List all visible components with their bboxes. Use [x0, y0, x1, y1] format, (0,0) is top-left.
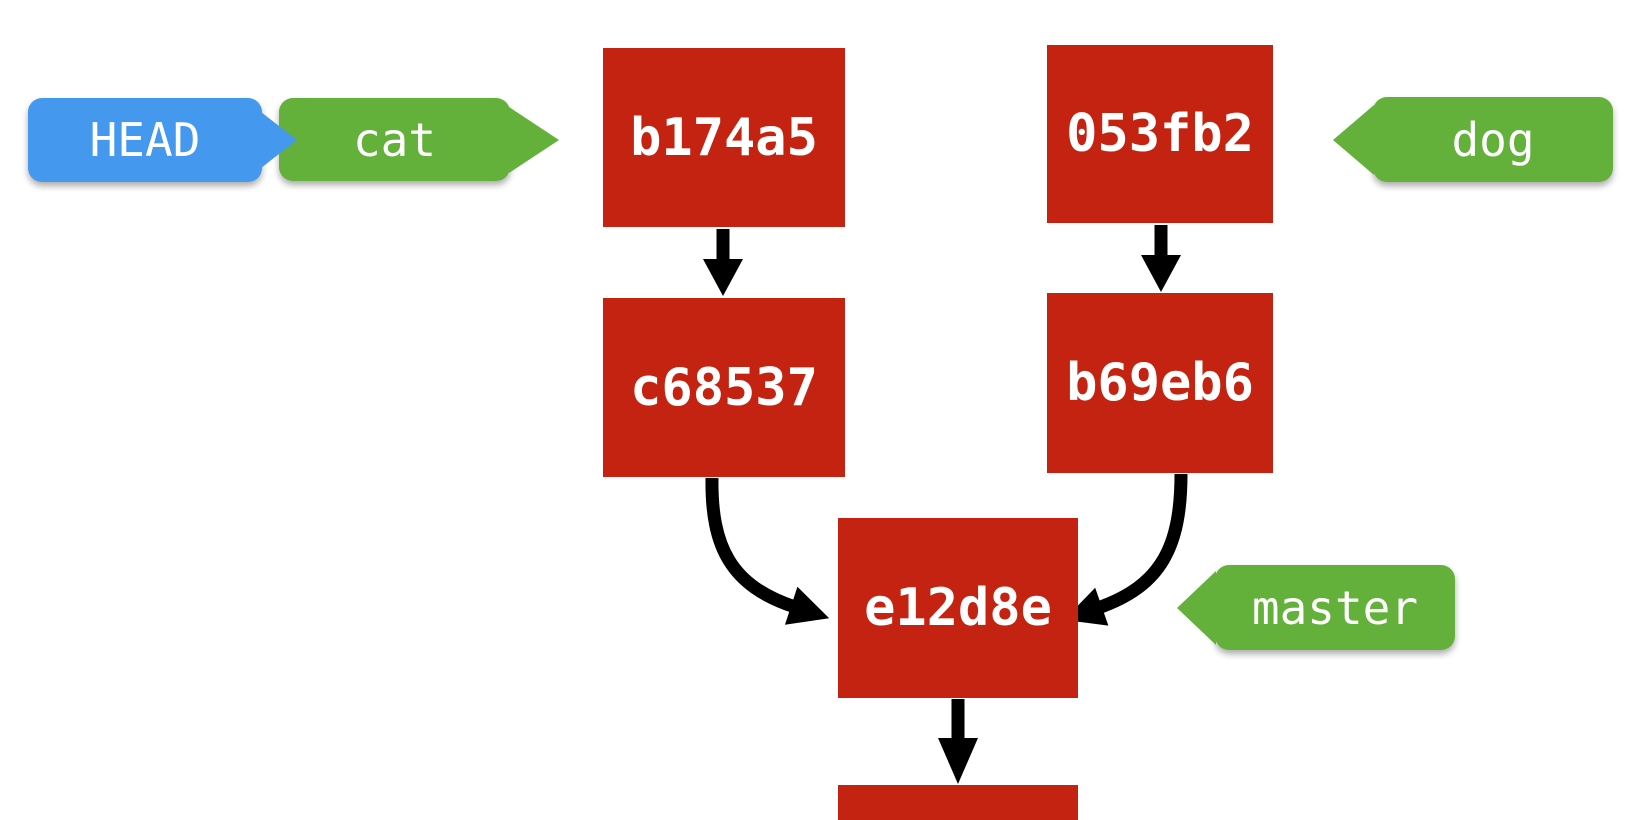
- commit-node-b174a5: b174a5: [603, 48, 845, 227]
- commit-hash: b69eb6: [1066, 353, 1254, 413]
- branch-label: dog: [1451, 112, 1535, 167]
- branch-label: cat: [352, 112, 437, 167]
- arrow-053fb2-to-b69eb6: [1141, 225, 1181, 292]
- commit-node-b69eb6: b69eb6: [1047, 293, 1273, 473]
- arrow-b69eb6-to-e12d8e: [1064, 473, 1188, 626]
- commit-node-c68537: c68537: [603, 298, 845, 477]
- branch-label: master: [1251, 580, 1419, 635]
- branch-tag-cat: cat: [279, 98, 510, 181]
- commit-hash: e12d8e: [864, 578, 1052, 638]
- commit-hash: c68537: [630, 357, 818, 418]
- commit-hash: b174a5: [630, 107, 818, 168]
- commit-node-053fb2: 053fb2: [1047, 45, 1273, 223]
- arrow-e12d8e-to-parent: [938, 699, 978, 784]
- commit-node-clipped: [838, 785, 1078, 820]
- branch-tag-master: master: [1215, 565, 1455, 650]
- head-ref-tag: HEAD: [28, 98, 262, 182]
- arrow-b174a5-to-c68537: [703, 229, 743, 296]
- head-ref-label: HEAD: [89, 113, 201, 167]
- commit-hash: 053fb2: [1066, 104, 1254, 164]
- branch-tag-dog: dog: [1373, 97, 1613, 182]
- arrow-c68537-to-e12d8e: [705, 477, 830, 625]
- commit-node-e12d8e: e12d8e: [838, 518, 1078, 698]
